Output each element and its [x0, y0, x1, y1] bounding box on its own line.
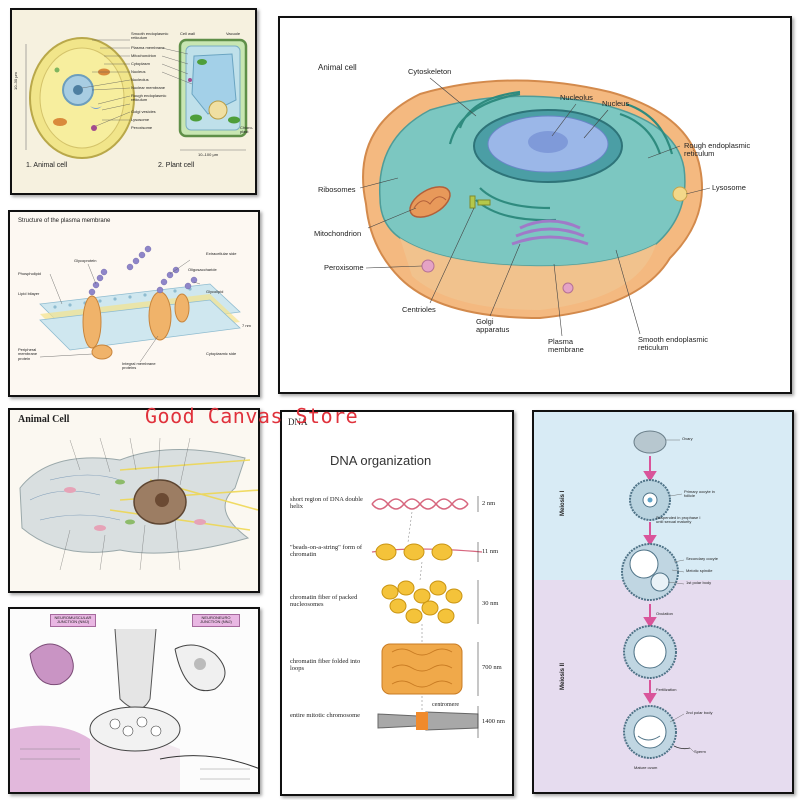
- secondary-oocyte-label: Secondary oocyte: [686, 556, 719, 561]
- cell-compare-label: Cytoplasm: [131, 61, 150, 66]
- neuro-junction-illustration: [10, 628, 258, 792]
- cell-compare-label: Rough endoplasmic reticulum: [131, 93, 167, 103]
- smooth-er-label: Smooth endoplasmic reticulum: [638, 335, 709, 353]
- dna-illustration: [371, 496, 483, 738]
- cell-compare-label: Nucleus: [131, 69, 146, 74]
- poster-animal-cell-detailed[interactable]: Animal Cell: [8, 408, 260, 593]
- cytoplasmic-label: Cytoplasmic side: [206, 351, 237, 356]
- plant-cell-caption: 2. Plant cell: [158, 162, 195, 169]
- cell-compare-label: Lysosome: [131, 117, 150, 122]
- animal-cell-poster-title: Animal Cell: [18, 414, 70, 425]
- cell-compare-label: Nucleolus: [131, 77, 149, 82]
- golgi-label: Golgi apparatus: [476, 317, 510, 335]
- plasma-membrane-label: Plasma membrane: [548, 337, 584, 355]
- cell-comparison-illustration: [25, 37, 248, 159]
- oligosaccharide-label: Oligosaccharide: [188, 267, 217, 272]
- peripheral-protein-label: Peripheral membrane protein: [18, 347, 38, 361]
- fertilization-label: Fertilization: [656, 687, 677, 692]
- rough-er-label: Rough endoplasmic reticulum: [684, 141, 751, 159]
- cytoskeleton-label: Cytoskeleton: [408, 67, 452, 76]
- dna-row-label: "beads-on-a-string" form of chromatin: [290, 544, 363, 559]
- lipid-bilayer-label: Lipid bilayer: [18, 291, 40, 296]
- cell-compare-label: Plasma membrane: [131, 45, 165, 50]
- dna-row-label: chromatin fiber folded into loops: [290, 658, 361, 673]
- glycoprotein-label: Glycoprotein: [74, 258, 97, 263]
- detailed-cell-illustration: [19, 437, 258, 571]
- primary-oocyte-label: Primary oocyte in follicle: [684, 489, 715, 499]
- second-polar-body-label: 2nd polar body: [686, 710, 713, 715]
- animal-scale-label: 10–30 μm: [13, 72, 18, 90]
- poster-plasma-membrane[interactable]: Structure of the plasma membrane Glycopr…: [8, 210, 260, 397]
- poster-meiosis[interactable]: Meiosis I Meiosis II Ovary Primary oocyt…: [532, 410, 794, 794]
- dna-corner-label: DNA: [288, 417, 308, 427]
- glycolipid-label: Glycolipid: [206, 289, 224, 294]
- lysosome-label: Lysosome: [712, 183, 746, 192]
- ribosomes-label: Ribosomes: [318, 185, 356, 194]
- meiosis-two-label: Meiosis II: [560, 662, 566, 690]
- poster-dna-organization[interactable]: DNA DNA organization short region of DNA…: [280, 410, 514, 796]
- cell-compare-label: Smooth endoplasmic reticulum: [131, 31, 169, 41]
- nnj-tag: NEURONEURO JUNCTION (NNJ): [192, 614, 240, 627]
- store-watermark: Good Canvas Store: [145, 404, 359, 428]
- poster-main-animal-cell[interactable]: Animal cell Cytoskeleton Nucleolus Nucle…: [278, 16, 792, 394]
- vacuole-label: Vacuole: [226, 31, 241, 36]
- poster-neuro-junction[interactable]: NEUROMUSCULAR JUNCTION (NMJ) NEURONEURO …: [8, 607, 260, 794]
- meiosis-one-label: Meiosis I: [560, 490, 566, 516]
- centromere-label: centromere: [432, 702, 459, 708]
- main-cell-title: Animal cell: [318, 63, 357, 72]
- main-cell-illustration: [359, 77, 711, 337]
- animal-cell-caption: 1. Animal cell: [26, 162, 68, 169]
- dna-title: DNA organization: [330, 453, 432, 468]
- cell-compare-label: Mitochondrion: [131, 53, 157, 58]
- chloroplast-label: Chloro- plast: [240, 125, 254, 135]
- nucleolus-label: Nucleolus: [560, 93, 593, 102]
- membrane-thickness-label: 7 nm: [242, 323, 251, 328]
- cell-compare-label: Peroxisome: [131, 125, 153, 130]
- dna-row-size: 700 nm: [482, 664, 502, 671]
- dna-row-size: 11 nm: [482, 548, 499, 555]
- meiosis-illustration: [534, 430, 792, 792]
- dna-row-size: 2 nm: [482, 500, 496, 507]
- dna-row-label: entire mitotic chromosome: [290, 712, 361, 719]
- centrioles-label: Centrioles: [402, 305, 436, 314]
- mitochondrion-label: Mitochondrion: [314, 229, 362, 238]
- integral-protein-label: Integral membrane proteins: [122, 361, 156, 371]
- plasma-membrane-illustration: [39, 245, 241, 363]
- peroxisome-label: Peroxisome: [324, 263, 364, 272]
- cell-compare-label: Nuclear membrane: [131, 85, 166, 90]
- mature-ovum-label: Mature ovum: [634, 765, 658, 770]
- dna-row-size: 30 nm: [482, 600, 499, 607]
- cell-wall-label: Cell wall: [180, 31, 195, 36]
- nucleus-label: Nucleus: [602, 99, 630, 108]
- cell-compare-label: Golgi vesicles: [131, 109, 156, 114]
- plant-scale-label: 10–100 μm: [198, 152, 219, 157]
- ovary-label: Ovary: [682, 436, 693, 441]
- first-polar-body-label: 1st polar body: [686, 580, 712, 585]
- membrane-title: Structure of the plasma membrane: [18, 218, 111, 224]
- sperm-label: Sperm: [694, 749, 706, 754]
- dna-row-label: short region of DNA double helix: [290, 496, 363, 511]
- ovulation-label: Ovulation: [656, 611, 673, 616]
- extracellular-label: Extracellular side: [206, 251, 237, 256]
- meiotic-spindle-label: Meiotic spindle: [686, 568, 713, 573]
- dna-row-label: chromatin fiber of packed nucleosomes: [290, 594, 358, 609]
- poster-cell-comparison[interactable]: Smooth endoplasmic reticulum Plasma memb…: [10, 8, 257, 195]
- suspended-label: Suspended in prophase I until sexual mat…: [656, 515, 701, 525]
- dna-row-size: 1400 nm: [482, 718, 505, 725]
- nmj-tag: NEUROMUSCULAR JUNCTION (NMJ): [50, 614, 96, 627]
- phospholipid-label: Phospholipid: [18, 271, 41, 276]
